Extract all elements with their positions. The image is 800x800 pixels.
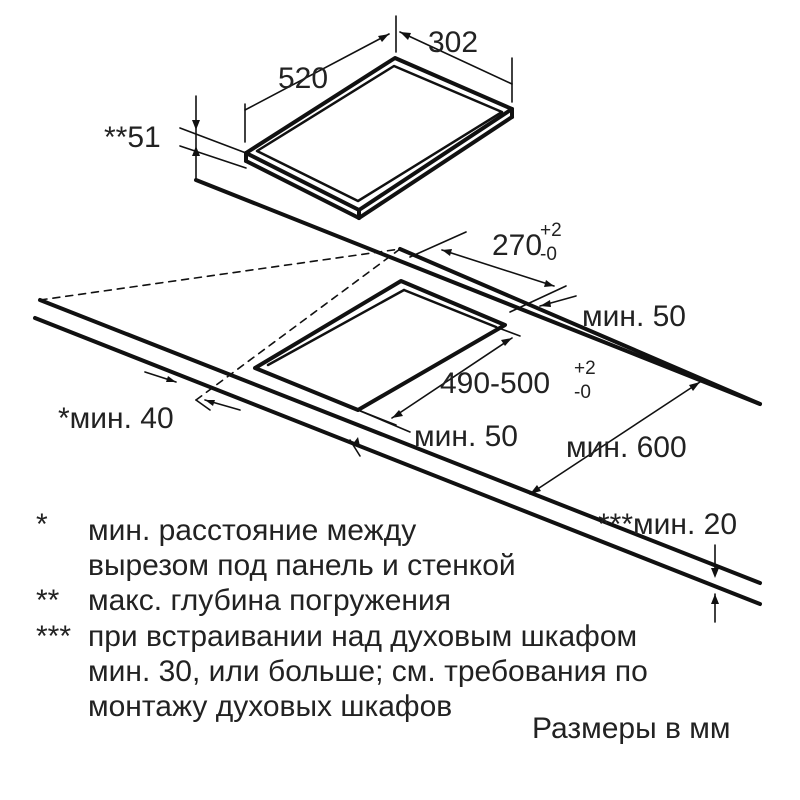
label-depth-51: **51 [104,121,161,154]
label-min50-back: мин. 50 [582,300,686,333]
depth-ref-lower [179,145,247,169]
cutout-inner-back [266,288,406,367]
arrow-302 [400,32,411,40]
min40-ext [195,399,211,411]
depth-arrow-bottom [192,146,200,156]
label-520: 520 [278,62,328,95]
arrow-min50-front [352,437,360,446]
label-min20: ***мин. 20 [598,508,737,541]
hob-right-bottom-edge [357,115,514,220]
note-3-line-2: мин. 30, или больше; см. требования по [88,655,648,688]
countertop-front-bottom-edge [33,316,762,606]
footnotes: * мин. расстояние между вырезом под пане… [36,508,731,745]
label-490-500: 490-500 [440,367,550,400]
note-2-marker: ** [36,584,60,617]
arrow-490-front [392,410,403,418]
wall-edge-line [194,178,762,406]
depth-600-dimension [529,381,701,495]
arrow-min40-right [205,400,215,406]
ext-270-left [409,231,467,258]
arrow-20-top [711,568,719,578]
clearance-dimension-lines [144,371,411,457]
arrow-520 [378,34,389,42]
label-490-tol-upper: +2 [574,358,596,379]
dim-min50-front [349,439,361,457]
cutout-drawing [253,279,507,412]
dim-line-302 [399,31,513,85]
label-min600: мин. 600 [566,431,687,464]
note-3-line-1: при встраивании над духовым шкафом [88,620,637,653]
note-3-line-3: монтажу духовых шкафов [88,690,452,723]
label-302: 302 [428,26,478,59]
arrow-min40-left [166,376,176,382]
label-270: 270 [492,229,542,262]
label-min50-front: мин. 50 [414,420,518,453]
ext-270-right [509,285,567,313]
arrow-600-back [689,382,700,391]
ext-min50-front [357,409,411,433]
arrow-490-back [501,338,512,346]
label-270-tol-lower: -0 [540,244,557,265]
label-490-tol-lower: -0 [574,382,591,403]
dim-line-600 [529,381,701,495]
hob-glass-inner-edge [255,64,504,203]
note-1-marker: * [36,508,48,541]
countertop-front-top-edge [38,298,762,585]
depth-arrow-top [192,120,200,130]
dim-line-490 [391,337,513,419]
dim-line-520 [244,33,390,111]
arrow-min50-back [540,300,551,307]
hob-dimension-lines [244,15,513,143]
thickness-dimension [711,544,719,623]
cutout-outline [253,279,507,412]
dim-line-270 [441,249,555,287]
depth-ref-upper [179,127,247,154]
arrow-270-left [442,249,452,256]
units-note: Размеры в мм [532,712,731,745]
countertop-side-hidden [195,248,401,401]
hob-front-bottom-edge [244,159,361,220]
countertop-drawing [33,247,762,606]
arrow-600-front [530,485,541,494]
countertop-back-edge [398,247,762,406]
note-2-line-1: макс. глубина погружения [88,584,451,617]
ext-490-back [495,326,521,337]
note-1-line-1: мин. расстояние между [88,514,416,547]
hob-drawing [244,56,514,220]
countertop-back-hidden [39,248,401,301]
cutout-inner-right [402,288,498,329]
cutout-dimension-lines [357,231,577,426]
arrow-270-right [544,280,554,287]
note-1-line-2: вырезом под панель и стенкой [88,549,516,582]
depth-dimension [179,95,247,179]
arrow-20-bottom [711,594,719,604]
label-270-tol-upper: +2 [540,220,562,241]
note-3-marker: *** [36,620,71,653]
label-min40: *мин. 40 [58,402,174,435]
